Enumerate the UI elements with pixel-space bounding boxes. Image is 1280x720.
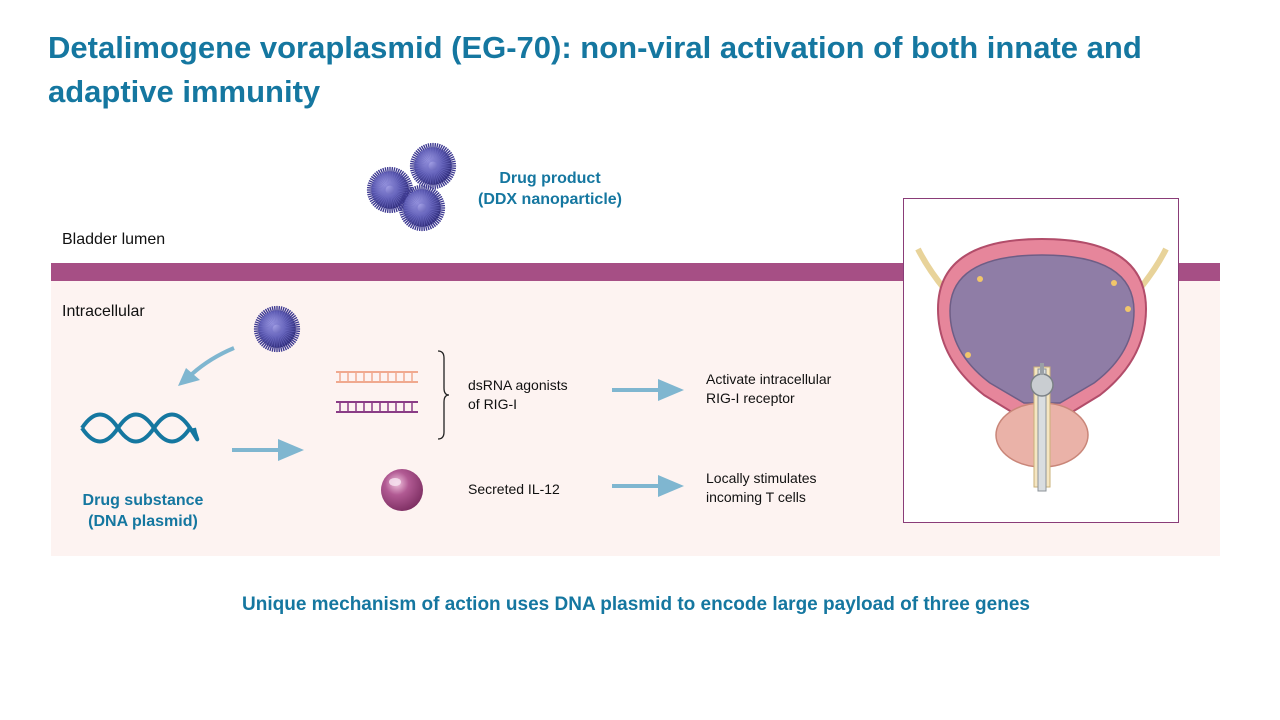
tcell-effect-label: Locally stimulates incoming T cells — [706, 469, 817, 507]
tcell-effect-line1: Locally stimulates — [706, 470, 817, 486]
drug-product-label: Drug product (DDX nanoparticle) — [450, 168, 650, 210]
dsrna-line1: dsRNA agonists — [468, 377, 568, 393]
rigi-effect-line1: Activate intracellular — [706, 371, 832, 387]
tcell-effect-line2: incoming T cells — [706, 489, 806, 505]
drug-substance-line1: Drug substance — [82, 492, 204, 509]
bladder-lumen-label: Bladder lumen — [62, 231, 166, 248]
dsrna-label: dsRNA agonists of RIG-I — [468, 376, 568, 414]
drug-substance-label: Drug substance (DNA plasmid) — [60, 490, 226, 532]
dsrna-line2: of RIG-I — [468, 396, 518, 412]
intracellular-label: Intracellular — [62, 303, 145, 320]
bracket-icon — [437, 350, 450, 440]
il12-effect-arrow-icon — [612, 475, 684, 497]
drug-product-line1: Drug product — [499, 170, 601, 187]
il12-label: Secreted IL-12 — [468, 481, 560, 497]
nanoparticle-cluster-icon — [366, 142, 457, 232]
curved-arrow-icon — [178, 346, 235, 386]
drug-product-line2: (DDX nanoparticle) — [477, 191, 622, 208]
expression-arrow-icon — [232, 439, 304, 461]
dsrna-effect-arrow-icon — [612, 379, 684, 401]
rigi-effect-label: Activate intracellular RIG-I receptor — [706, 370, 831, 408]
drug-substance-line2: (DNA plasmid) — [88, 513, 198, 530]
rigi-effect-line2: RIG-I receptor — [706, 390, 795, 406]
dsrna-icon — [336, 371, 418, 413]
bladder-illustration — [915, 237, 1169, 492]
nanoparticle-icon — [253, 305, 301, 353]
il12-sphere-icon — [381, 469, 423, 511]
dna-plasmid-icon — [80, 412, 200, 444]
key-message: Unique mechanism of action uses DNA plas… — [242, 594, 1030, 615]
slide-title: Detalimogene voraplasmid (EG-70): non-vi… — [48, 30, 1142, 109]
bladder-illustration-panel — [903, 198, 1179, 523]
